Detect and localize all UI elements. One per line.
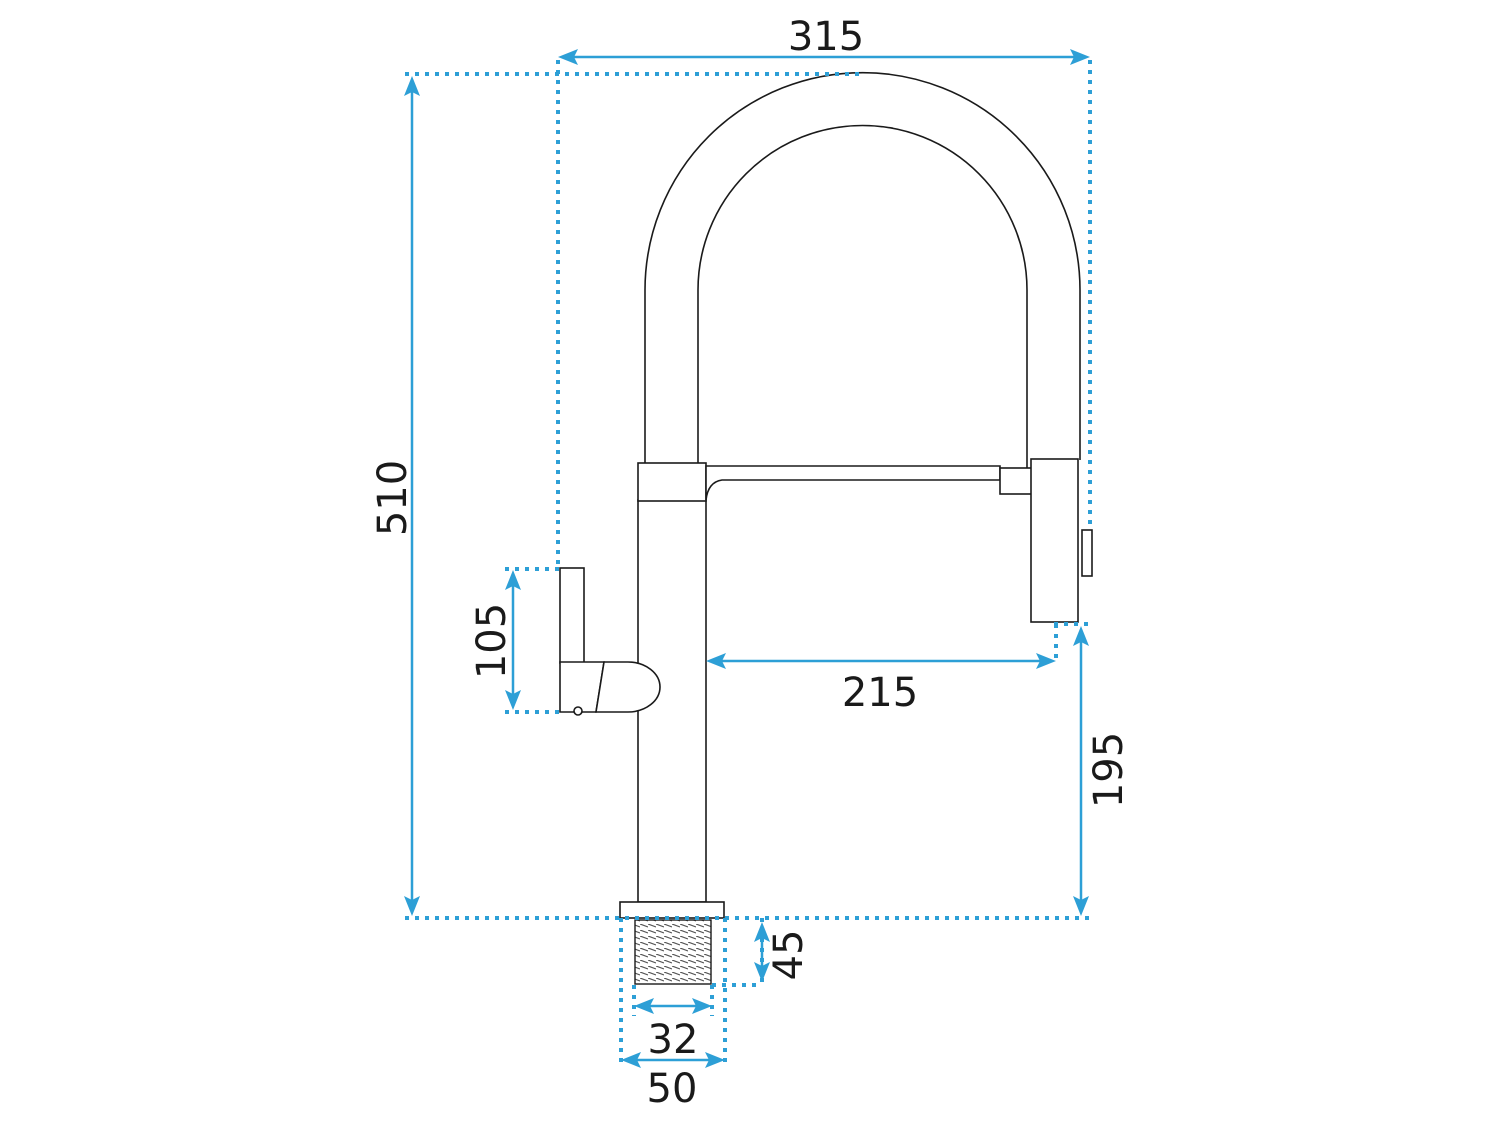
arrow-215-left: [706, 653, 726, 669]
dim-label-lever-height: 105: [469, 603, 515, 679]
arrow-510-bottom: [404, 896, 420, 916]
arrow-510-top: [404, 76, 420, 96]
arrow-195-bottom: [1073, 896, 1089, 916]
faucet-outline: [559, 71, 1093, 985]
extension-lines: [405, 60, 1092, 1062]
arrow-32-right: [692, 998, 712, 1014]
spray-head: [1030, 458, 1079, 623]
dimension-lines: [404, 49, 1090, 1068]
arrow-315-left: [558, 49, 578, 65]
base-plate: [619, 901, 725, 919]
arrow-45-top: [754, 922, 770, 942]
lever-body-dome: [595, 661, 661, 713]
arrow-105-bottom: [505, 690, 521, 710]
lever-handle: [559, 567, 585, 664]
dim-label-thread-length: 45: [766, 930, 812, 981]
arrow-315-right: [1070, 49, 1090, 65]
spout-outer-arc: [644, 71, 1081, 465]
dim-label-spout-reach: 215: [842, 670, 918, 716]
arrow-215-right: [1036, 653, 1056, 669]
arrow-32-left: [634, 998, 654, 1014]
arrow-50-left: [621, 1052, 641, 1068]
arrow-45-bottom: [754, 962, 770, 982]
arrow-105-top: [505, 570, 521, 590]
spray-holder-arm: [705, 465, 1001, 501]
dim-label-thread-diameter: 32: [648, 1017, 699, 1063]
threaded-shank: [634, 919, 712, 985]
dim-label-spout-clearance: 195: [1086, 732, 1132, 808]
column-collar: [637, 462, 707, 502]
spray-head-button: [1081, 529, 1093, 577]
arrow-195-top: [1073, 626, 1089, 646]
spout-inner-arc: [697, 124, 1028, 468]
dim-label-total-width: 315: [788, 14, 864, 60]
dim-label-total-height: 510: [370, 460, 416, 536]
dim-label-base-diameter: 50: [647, 1066, 698, 1112]
lever-pin: [573, 706, 583, 716]
arrow-50-right: [705, 1052, 725, 1068]
